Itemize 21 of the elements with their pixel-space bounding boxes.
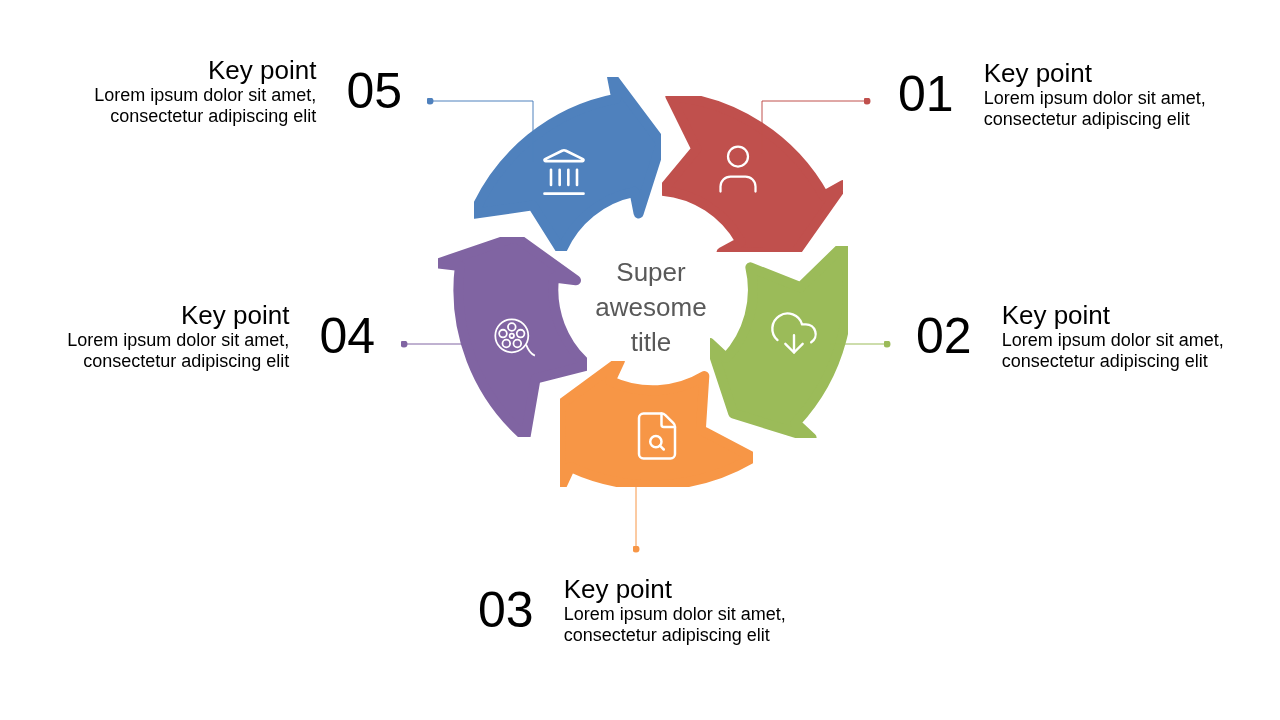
- step-number: 05: [346, 66, 402, 116]
- key-point-heading: Key point: [207, 55, 317, 85]
- step-number: 01: [898, 69, 954, 119]
- curved-arrow-segment: [560, 360, 754, 487]
- step-number: 03: [478, 585, 534, 635]
- step-number: 04: [319, 311, 375, 361]
- description-text: Lorem ipsum dolor sit amet, consectetur adipiscing elit: [1001, 330, 1225, 372]
- key-point-heading: Key point: [1001, 300, 1111, 330]
- key-point-heading: Key point: [180, 300, 290, 330]
- description-text: Lorem ipsum dolor sit amet, consectetur adipiscing elit: [66, 330, 290, 372]
- key-point-heading: Key point: [563, 574, 673, 604]
- description-text: Lorem ipsum dolor sit amet, consectetur adipiscing elit: [983, 88, 1207, 130]
- curved-arrow-segment: [661, 95, 843, 253]
- center-title: Super awesome title: [594, 256, 708, 359]
- curved-arrow-segment: [473, 77, 661, 251]
- description-text: Lorem ipsum dolor sit amet, consectetur adipiscing elit: [93, 85, 317, 127]
- description-text: Lorem ipsum dolor sit amet, consectetur adipiscing elit: [563, 604, 787, 646]
- curved-arrow-segment: [437, 237, 588, 438]
- key-point-heading: Key point: [983, 58, 1093, 88]
- curved-arrow-segment: [710, 246, 848, 438]
- step-number: 02: [916, 311, 972, 361]
